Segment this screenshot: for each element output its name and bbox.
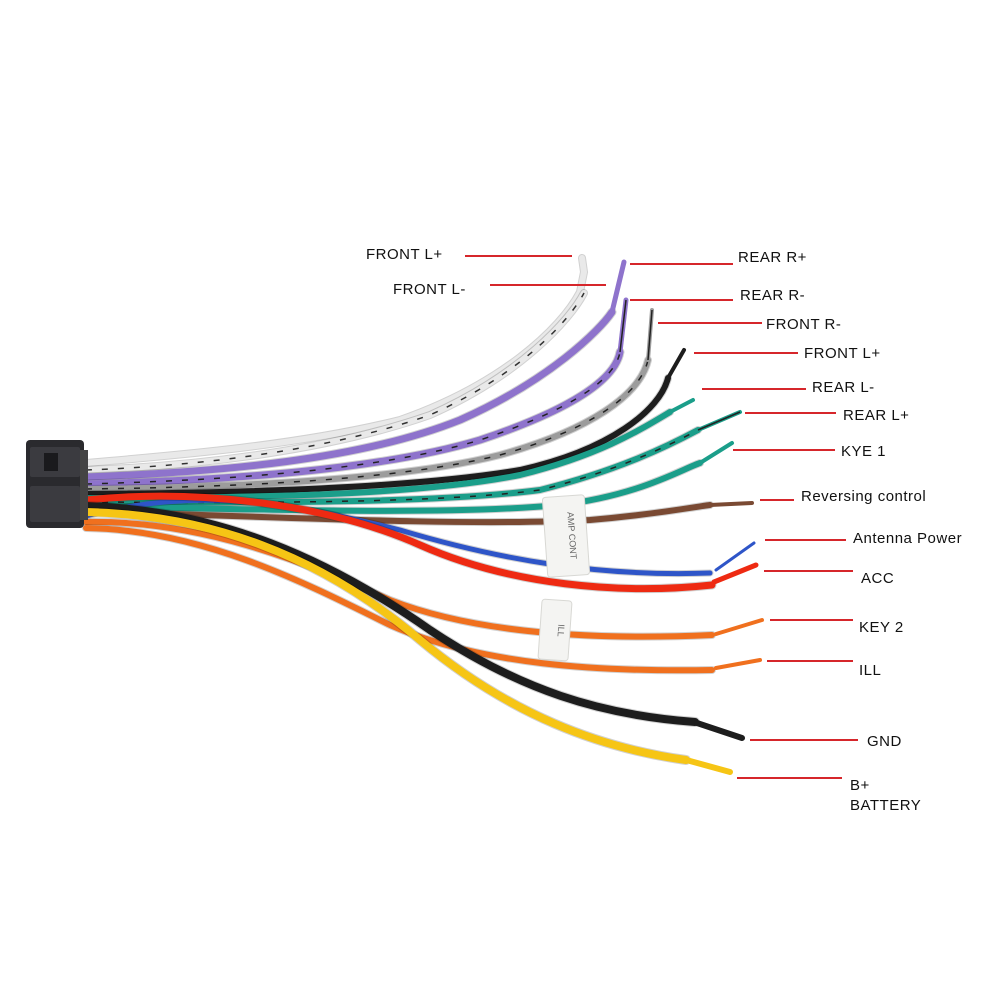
label-front-l-plus-left: FRONT L+ (366, 246, 443, 263)
wire-tip (666, 348, 686, 380)
wire-stripe (85, 351, 621, 485)
label-rear-r-minus: REAR R- (740, 287, 806, 304)
wire-stripe (85, 359, 649, 490)
label-acc: ACC (861, 570, 895, 587)
label-rear-l-plus: REAR L+ (843, 407, 910, 424)
wire-tag: AMP CONT (541, 494, 591, 578)
wire-kye1-green (82, 441, 734, 515)
iso-connector (26, 440, 88, 528)
wire-tip-stripe (647, 309, 653, 361)
wire-front-l-plus-black (82, 348, 686, 498)
wire-antenna-blue (82, 496, 756, 578)
wire-tag: ILL (537, 598, 573, 662)
wire-front-l-plus-white (82, 254, 589, 467)
label-front-r-minus: FRONT R- (766, 316, 842, 333)
label-reversing-control: Reversing control (801, 488, 927, 505)
label-battery: B+ BATTERY (850, 776, 921, 816)
wire-body (83, 375, 671, 497)
wire-tip (687, 758, 733, 775)
connector-latch (44, 453, 58, 471)
wire-stripe (85, 292, 585, 471)
wire-body (82, 502, 699, 726)
wire-tag-paper (541, 494, 591, 578)
leader-lines (465, 255, 858, 779)
wire-front-l-minus-white-black (82, 289, 588, 474)
wire-front-r-minus-grey-black (82, 308, 654, 493)
wire-body (83, 525, 715, 674)
label-gnd: GND (867, 733, 902, 750)
wires (81, 254, 764, 775)
wire-tip (714, 618, 764, 636)
wire-body (83, 460, 703, 514)
wire-tip (711, 562, 759, 585)
wire-body (82, 492, 716, 593)
wire-tip (668, 398, 695, 414)
wire-body (83, 502, 713, 526)
wire-tip (694, 720, 745, 741)
connector-rim (80, 450, 88, 520)
wire-tags: AMP CONT ILL (537, 494, 591, 662)
wire-rear-r-minus-purple-black (81, 297, 629, 489)
wire-ill-orange (82, 524, 762, 675)
label-kye-1: KYE 1 (841, 443, 887, 460)
wire-reversing-brown (82, 501, 754, 527)
wire-tag-paper (537, 598, 573, 662)
wire-battery-yellow (81, 507, 733, 775)
wire-tip (698, 441, 734, 465)
label-battery-line-2: BATTERY (850, 797, 922, 814)
wire-body (83, 497, 713, 577)
wire-tip (714, 658, 762, 670)
label-rear-l-minus: REAR L- (812, 379, 875, 396)
connector-lower-half (30, 486, 80, 522)
label-battery-line-1: B+ (850, 777, 870, 794)
wire-gnd-black (81, 501, 745, 741)
label-ill: ILL (859, 662, 882, 679)
label-antenna-power: Antenna Power (853, 530, 963, 547)
wire-acc-red (81, 491, 759, 594)
wire-tip (714, 541, 756, 572)
wire-tip (609, 259, 627, 315)
wire-tip (708, 501, 754, 507)
wire-tag-text: AMP CONT (565, 512, 578, 560)
wire-rear-r-plus-purple (81, 259, 627, 482)
label-key-2: KEY 2 (859, 619, 904, 636)
label-front-l-minus-left: FRONT L- (393, 281, 466, 298)
wire-tip-stripe (697, 411, 741, 431)
wire-body (83, 255, 588, 466)
wire-body (83, 290, 587, 473)
label-rear-r-plus: REAR R+ (738, 249, 807, 266)
wire-body (82, 308, 616, 481)
wire-tip-stripe (619, 299, 627, 353)
wire-body (82, 508, 690, 764)
wire-tag-text: ILL (556, 624, 567, 637)
label-front-l-plus-right: FRONT L+ (804, 345, 881, 362)
